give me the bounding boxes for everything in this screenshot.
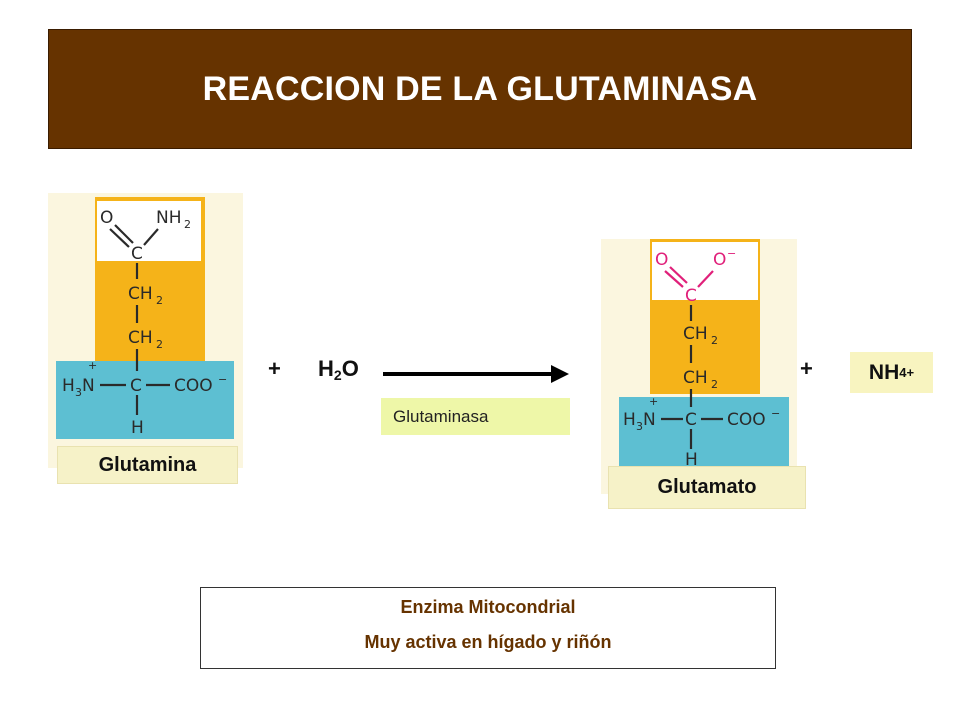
slide-title: REACCION DE LA GLUTAMINASA	[202, 69, 758, 108]
carboxylate-label: COO	[174, 376, 213, 396]
carboxylate-label: COO	[727, 410, 766, 430]
note-line-2: Muy activa en hígado y riñón	[364, 632, 612, 652]
reaction-arrow	[383, 365, 569, 383]
svg-text:N: N	[82, 376, 95, 396]
enzyme-label: Glutaminasa	[381, 398, 570, 435]
ch2-label: CH	[128, 284, 153, 304]
plus-sign: +	[800, 356, 813, 381]
alpha-h-label: H	[685, 450, 698, 470]
svg-text:−: −	[771, 407, 780, 420]
svg-text:3: 3	[75, 386, 82, 399]
ch2-label: CH	[683, 324, 708, 344]
amide-nh2-label: NH	[156, 208, 182, 228]
plus-sign: +	[268, 356, 281, 381]
ch2-label: CH	[128, 328, 153, 348]
water-label: H2O	[318, 356, 359, 383]
alpha-carbon-label: C	[685, 410, 697, 430]
carboxylate-oxygen-label: O	[655, 250, 668, 270]
enzyme-note-box: Enzima Mitocondrial Muy activa en hígado…	[200, 587, 776, 669]
glutamate-label: Glutamato	[608, 466, 806, 509]
amide-carbon-label: C	[131, 244, 143, 264]
side-chain-carbon-label: C	[685, 286, 697, 306]
svg-text:2: 2	[711, 378, 718, 391]
svg-text:−: −	[727, 247, 736, 260]
carboxylate-o-minus-label: O	[713, 250, 726, 270]
svg-text:2: 2	[156, 294, 163, 307]
note-line-1: Enzima Mitocondrial	[400, 597, 576, 617]
amino-group-label: H	[62, 376, 75, 396]
amino-group-label: H	[623, 410, 636, 430]
alpha-h-label: H	[131, 418, 144, 438]
svg-text:N: N	[643, 410, 656, 430]
svg-text:+: +	[649, 395, 658, 408]
svg-text:2: 2	[184, 218, 191, 231]
svg-text:3: 3	[636, 420, 643, 433]
svg-text:2: 2	[711, 334, 718, 347]
carbonyl-oxygen-label: O	[100, 208, 113, 228]
ch2-label: CH	[683, 368, 708, 388]
alpha-carbon-label: C	[130, 376, 142, 396]
glutamine-structure: O NH 2 C CH 2 CH 2 + H 3 N C COO − H	[48, 193, 243, 468]
svg-text:−: −	[218, 373, 227, 386]
title-bar: REACCION DE LA GLUTAMINASA	[48, 29, 912, 149]
glutamate-structure: O O − C CH 2 CH 2 + H 3 N C COO − H	[601, 239, 797, 494]
glutamine-label: Glutamina	[57, 446, 238, 484]
svg-text:+: +	[88, 359, 97, 372]
svg-text:2: 2	[156, 338, 163, 351]
